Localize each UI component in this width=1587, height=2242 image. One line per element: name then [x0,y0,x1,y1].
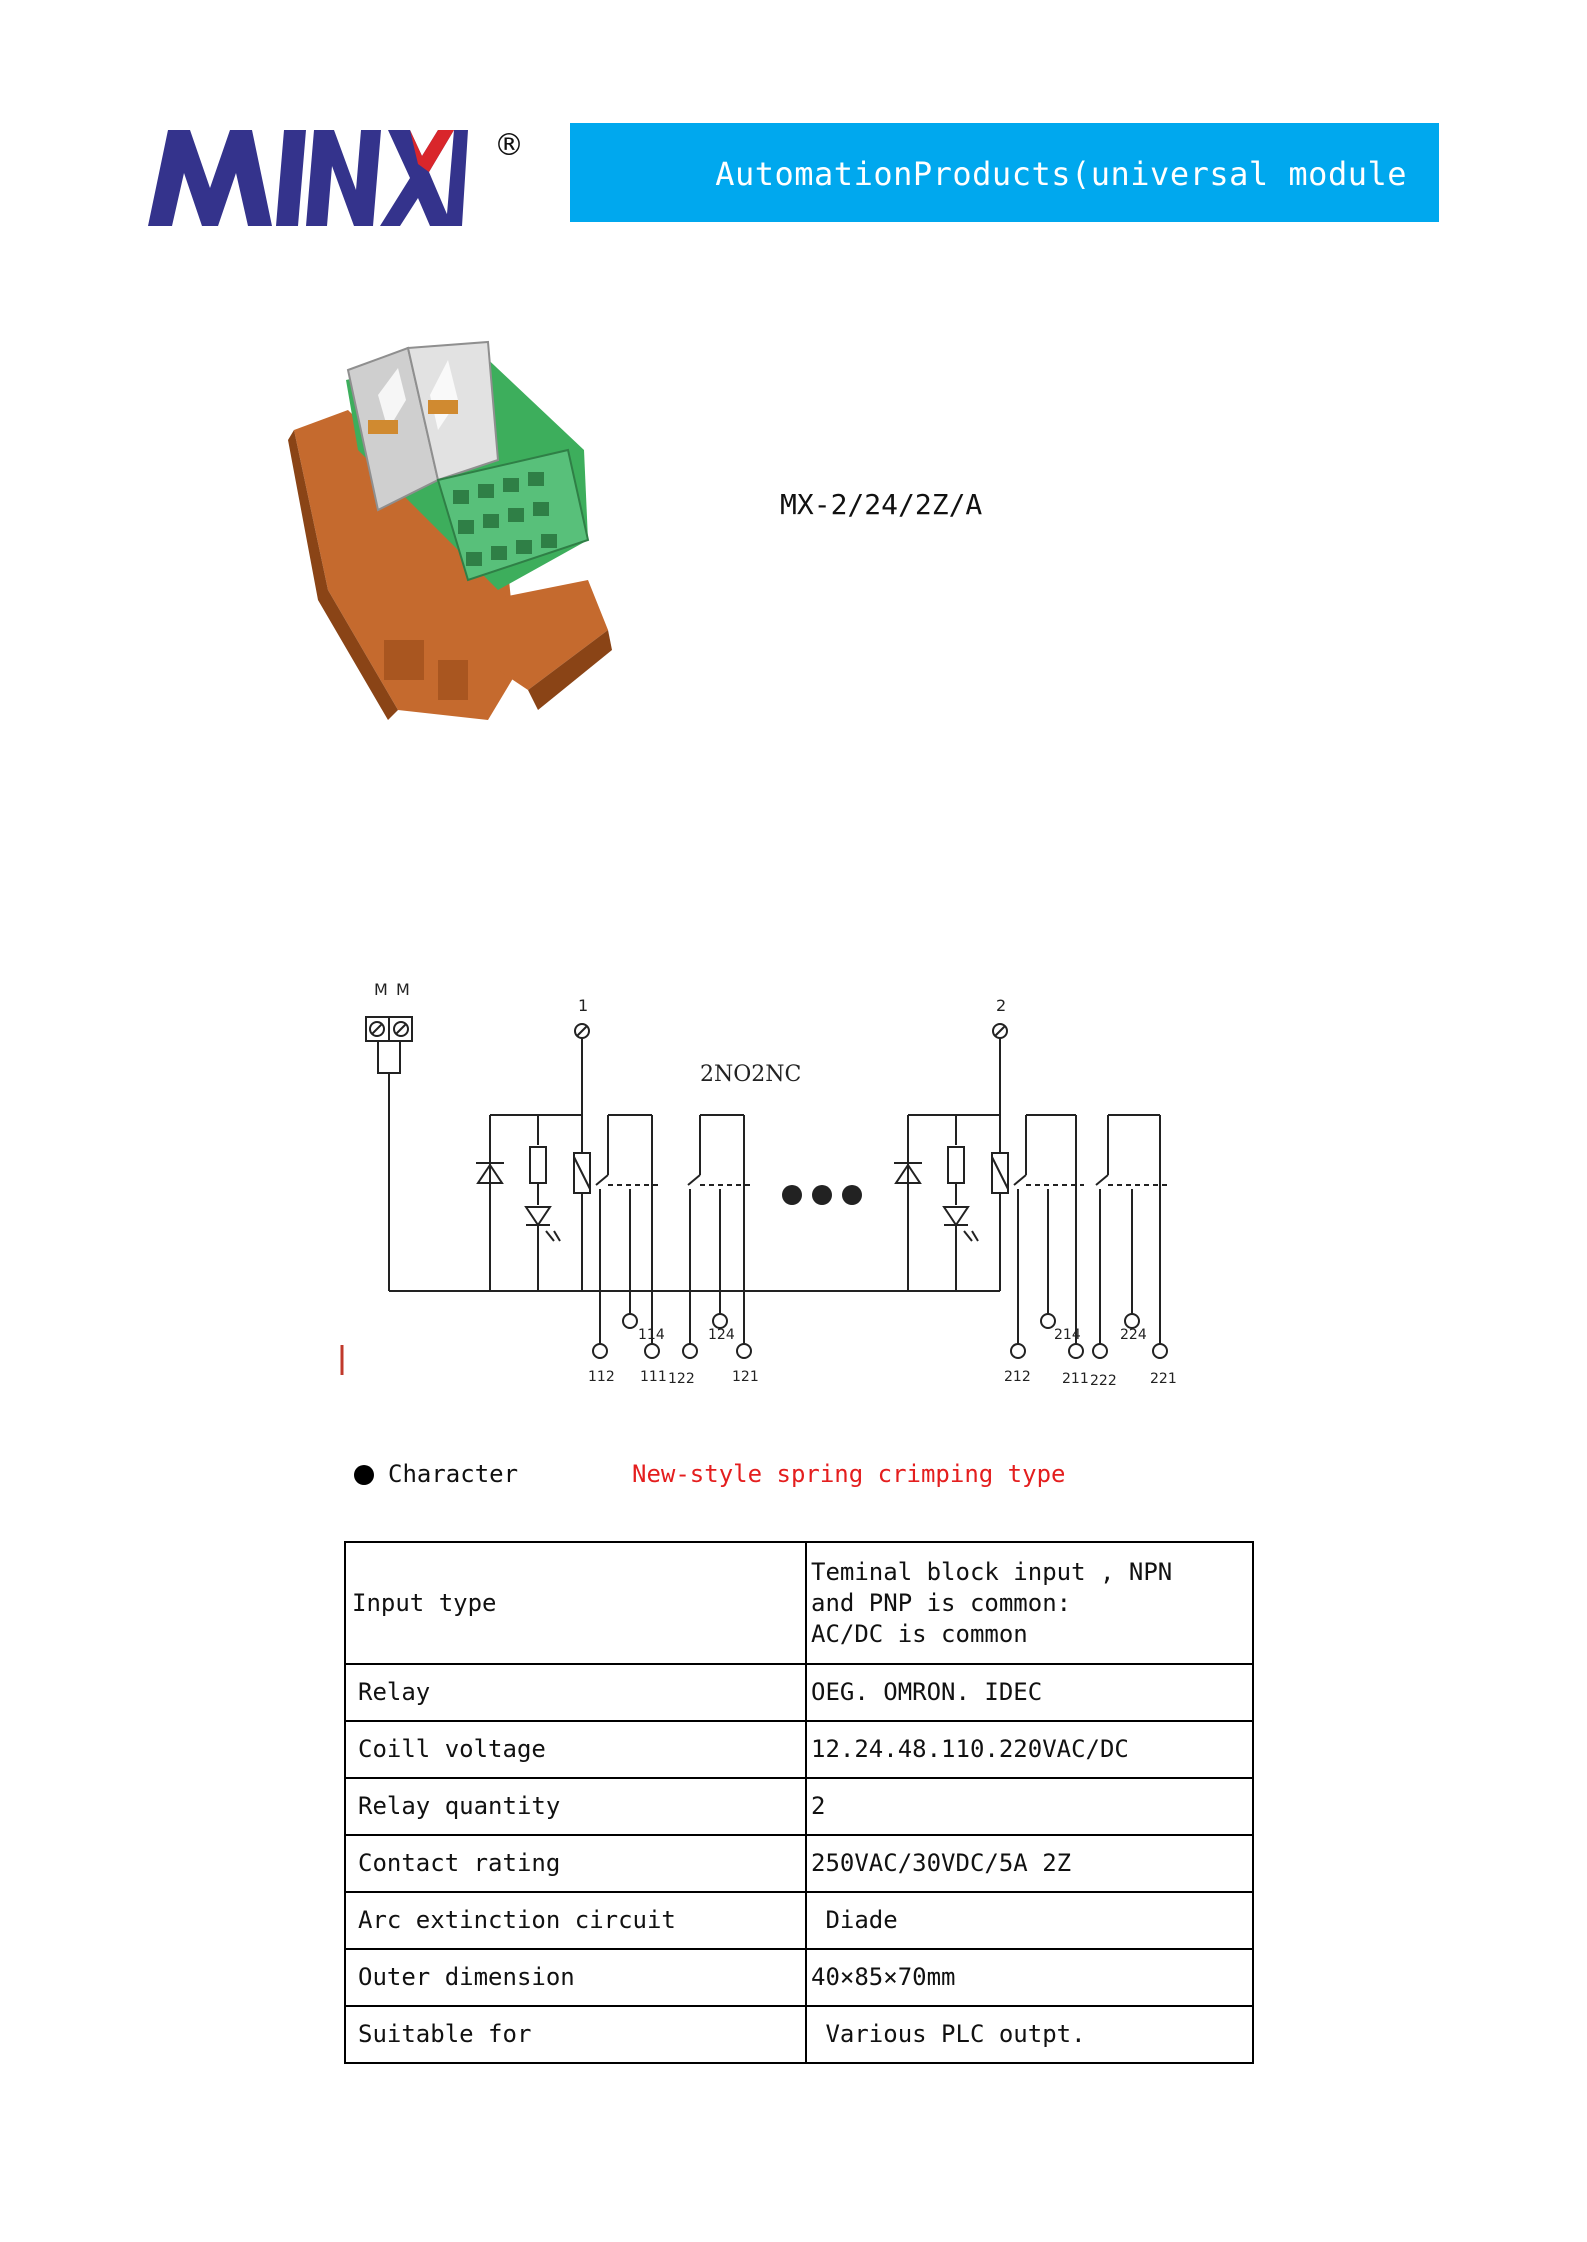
contact-type-label: 2NO2NC [700,1062,801,1087]
terminal-label: 121 [732,1369,759,1385]
table-row: Coill voltage 12.24.48.110.220VAC/DC [344,1720,1254,1779]
label-common-1: 1 [578,996,588,1015]
spec-key: Contact rating [344,1834,807,1893]
spec-value: 12.24.48.110.220VAC/DC [805,1720,1254,1779]
spec-value: 250VAC/30VDC/5A 2Z [805,1834,1254,1893]
spec-key: Input type [344,1541,807,1665]
spec-key: Coill voltage [344,1720,807,1779]
spec-value: 2 [805,1777,1254,1836]
spec-key: Suitable for [344,2005,807,2064]
header-banner: AutomationProducts(universal module [570,123,1439,222]
spec-key: Outer dimension [344,1948,807,2007]
character-label: Character [388,1460,519,1488]
terminal-label: 221 [1150,1371,1177,1387]
spec-value-line: AC/DC is common [811,1619,1028,1648]
terminal-label: 211 [1062,1371,1089,1387]
spec-table: Input type Teminal block input , NPN and… [344,1541,1254,2064]
terminal-label: 222 [1090,1373,1117,1389]
terminal-label: 114 [638,1327,665,1343]
label-m: M [374,980,388,999]
terminal-label: 111 [640,1369,667,1385]
terminal-label: 124 [708,1327,735,1343]
relay-module-image [288,340,612,720]
label-m: M [396,980,410,999]
spec-value: 40×85×70mm [805,1948,1254,2007]
table-row: Contact rating 250VAC/30VDC/5A 2Z [344,1834,1254,1893]
spec-value: Teminal block input , NPN and PNP is com… [805,1541,1254,1665]
minxi-logo [148,130,468,226]
table-row: Outer dimension 40×85×70mm [344,1948,1254,2007]
label-common-2: 2 [996,996,1006,1015]
spec-value: OEG. OMRON. IDEC [805,1663,1254,1722]
spec-value-line: and PNP is common: [811,1588,1072,1617]
terminal-label: 112 [588,1369,615,1385]
bullet-icon [354,1465,374,1485]
model-number: MX-2/24/2Z/A [780,488,983,521]
spec-key: Arc extinction circuit [344,1891,807,1950]
spec-key: Relay [344,1663,807,1722]
wiring-schematic: M M 1 2NO2NC 2 [340,980,1177,1389]
character-value: New-style spring crimping type [632,1460,1066,1488]
table-row: Arc extinction circuit Diade [344,1891,1254,1950]
terminal-label: 214 [1054,1327,1081,1343]
spec-value-line: Teminal block input , NPN [811,1557,1173,1586]
table-row: Suitable for Various PLC outpt. [344,2005,1254,2064]
terminal-label: 122 [668,1371,695,1387]
banner-title: AutomationProducts(universal module [715,155,1407,193]
terminal-label: 224 [1120,1327,1147,1343]
spec-key: Relay quantity [344,1777,807,1836]
registered-mark: ® [494,128,524,163]
spec-value: Diade [805,1891,1254,1950]
table-row: Relay OEG. OMRON. IDEC [344,1663,1254,1722]
spec-value: Various PLC outpt. [805,2005,1254,2064]
table-row: Relay quantity 2 [344,1777,1254,1836]
terminal-label: 212 [1004,1369,1031,1385]
table-row: Input type Teminal block input , NPN and… [344,1541,1254,1665]
